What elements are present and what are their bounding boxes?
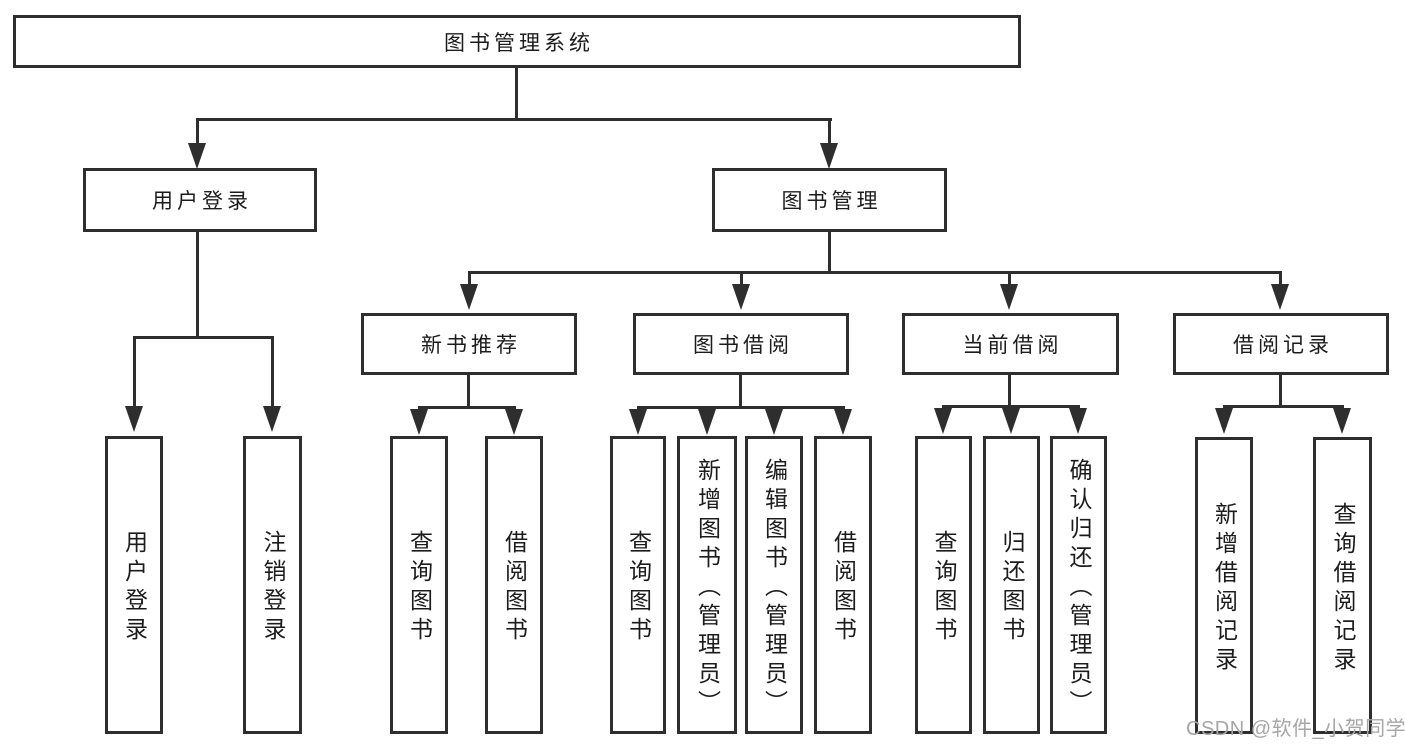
arrow-down-icon	[460, 284, 478, 310]
arrow-down-icon	[698, 409, 716, 435]
connector-line	[467, 375, 470, 409]
leaf-borrow-books: 借阅图书	[814, 436, 872, 734]
arrow-down-icon	[1000, 284, 1018, 310]
leaf-confirm-return-admin: 确认归还（管理员）	[1050, 436, 1107, 734]
connector-line	[468, 274, 471, 286]
connector-line	[196, 118, 832, 121]
leaf-query-borrow-record: 查询借阅记录	[1313, 437, 1372, 734]
node-book-borrow: 图书借阅	[633, 313, 849, 375]
node-current-borrow: 当前借阅	[902, 313, 1119, 375]
arrow-down-icon	[1333, 408, 1351, 434]
arrow-down-icon	[934, 408, 952, 434]
node-book-management: 图书管理	[712, 168, 947, 232]
arrow-down-icon	[820, 143, 838, 169]
connector-line	[196, 232, 199, 339]
leaf-edit-books-admin: 编辑图书（管理员）	[745, 436, 803, 734]
arrow-down-icon	[1002, 408, 1020, 434]
connector-line	[637, 406, 845, 409]
arrow-down-icon	[410, 409, 428, 435]
arrow-down-icon	[834, 409, 852, 435]
connector-line	[740, 274, 743, 286]
leaf-return-books: 归还图书	[983, 436, 1040, 734]
arrow-down-icon	[1215, 408, 1233, 434]
leaf-add-books-admin: 新增图书（管理员）	[677, 436, 737, 734]
connector-line	[828, 232, 831, 273]
arrow-down-icon	[505, 409, 523, 435]
arrow-down-icon	[1069, 408, 1087, 434]
arrow-down-icon	[188, 143, 206, 169]
arrow-down-icon	[732, 284, 750, 310]
connector-line	[828, 118, 831, 146]
connector-line	[418, 406, 516, 409]
connector-line	[196, 118, 199, 146]
connector-line	[515, 68, 518, 120]
connector-line	[1008, 375, 1011, 408]
connector-line	[133, 339, 136, 407]
arrow-down-icon	[629, 409, 647, 435]
connector-line	[1279, 274, 1282, 286]
leaf-add-borrow-record: 新增借阅记录	[1195, 437, 1253, 734]
connector-line	[1008, 274, 1011, 286]
leaf-borrow-books: 借阅图书	[485, 436, 543, 734]
arrow-down-icon	[1271, 284, 1289, 310]
leaf-query-books: 查询图书	[915, 436, 972, 734]
connector-line	[1279, 375, 1282, 408]
arrow-down-icon	[125, 406, 143, 432]
leaf-query-books: 查询图书	[390, 436, 448, 734]
connector-line	[739, 375, 742, 409]
leaf-query-books: 查询图书	[610, 436, 666, 734]
node-root-library-system: 图书管理系统	[13, 15, 1021, 68]
connector-line	[133, 336, 274, 339]
connector-line	[468, 271, 1282, 274]
connector-line	[942, 405, 1080, 408]
connector-line	[1223, 405, 1344, 408]
node-borrow-records: 借阅记录	[1173, 313, 1389, 375]
arrow-down-icon	[263, 406, 281, 432]
leaf-user-login: 用户登录	[105, 436, 163, 734]
leaf-logout: 注销登录	[243, 436, 302, 734]
node-user-login: 用户登录	[83, 168, 317, 232]
arrow-down-icon	[765, 409, 783, 435]
connector-line	[271, 339, 274, 407]
csdn-watermark: CSDN @软件_小贺同学	[1186, 718, 1405, 740]
node-new-book-recommend: 新书推荐	[361, 313, 577, 375]
